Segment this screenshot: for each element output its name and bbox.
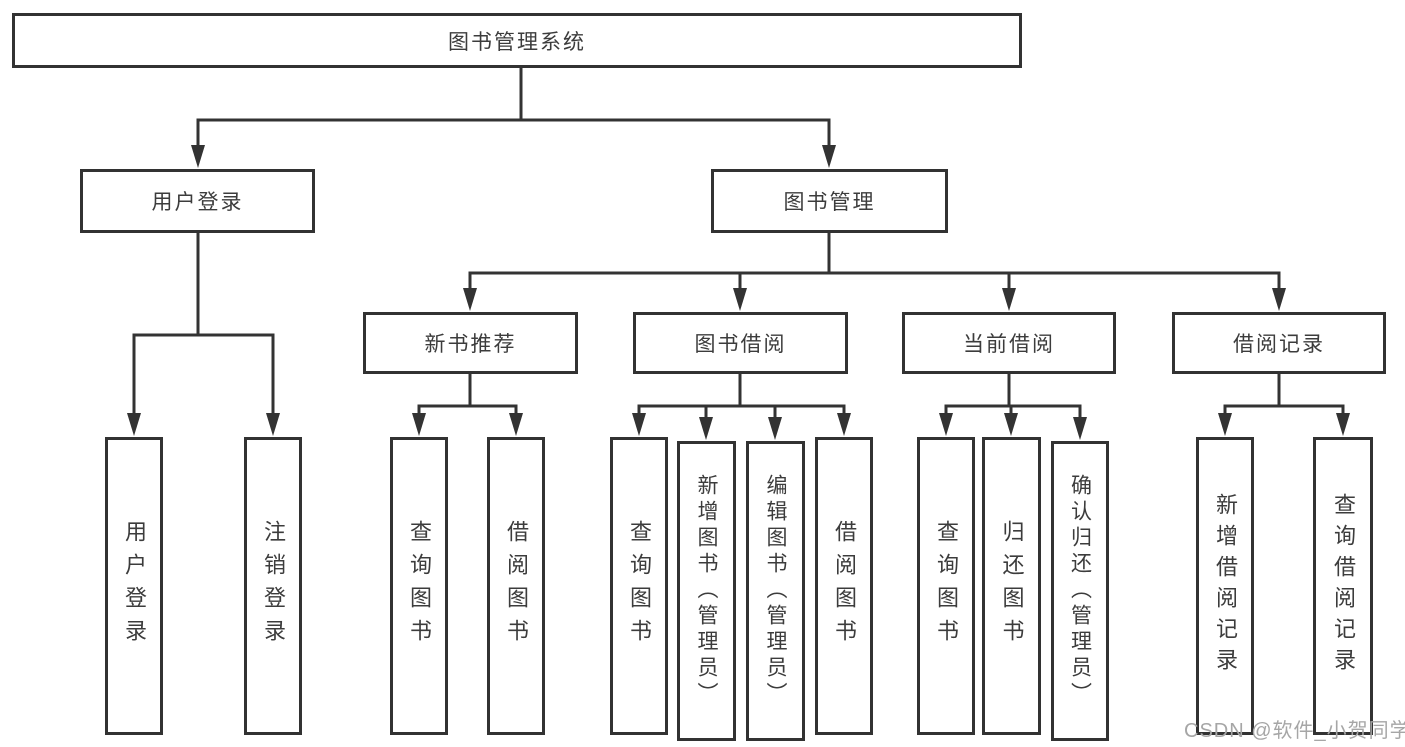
leaf-logout-label: 注销登录 bbox=[261, 520, 286, 652]
leaf-logout: 注销登录 bbox=[244, 437, 302, 735]
node-new-book-recommend-label: 新书推荐 bbox=[424, 333, 517, 356]
leaf-query-book-borrow: 查询图书 bbox=[610, 437, 668, 735]
leaf-query-book-current-label: 查询图书 bbox=[934, 520, 959, 652]
arrowheads-borrow-records-children bbox=[1218, 413, 1350, 436]
node-user-login: 用户登录 bbox=[80, 169, 315, 233]
leaf-add-borrow-record: 新增借阅记录 bbox=[1196, 437, 1254, 735]
node-current-borrow: 当前借阅 bbox=[902, 312, 1116, 374]
leaf-edit-book-admin: 编辑图书（管理员） bbox=[746, 441, 805, 741]
connector-book-borrow-children bbox=[637, 374, 846, 424]
connector-book-management-children bbox=[468, 233, 1281, 295]
leaf-return-book: 归还图书 bbox=[982, 437, 1041, 735]
leaf-query-book-recommend: 查询图书 bbox=[390, 437, 448, 735]
leaf-borrow-book-recommend: 借阅图书 bbox=[487, 437, 545, 735]
node-root-label: 图书管理系统 bbox=[448, 30, 586, 54]
leaf-confirm-return-admin-label: 确认归还（管理员） bbox=[1068, 474, 1092, 708]
node-book-borrow-label: 图书借阅 bbox=[694, 333, 787, 356]
leaf-add-book-admin: 新增图书（管理员） bbox=[677, 441, 736, 741]
leaf-query-book-borrow-label: 查询图书 bbox=[627, 520, 652, 652]
leaf-add-borrow-record-label: 新增借阅记录 bbox=[1213, 493, 1238, 679]
node-book-borrow: 图书借阅 bbox=[633, 312, 848, 374]
leaf-borrow-book-borrow-label: 借阅图书 bbox=[832, 520, 857, 652]
connector-root-to-level2 bbox=[196, 68, 831, 152]
arrowheads-new-book-recommend-children bbox=[412, 413, 523, 436]
leaf-user-login: 用户登录 bbox=[105, 437, 163, 735]
arrowheads-user-login-children bbox=[127, 413, 280, 436]
node-new-book-recommend: 新书推荐 bbox=[363, 312, 578, 374]
leaf-query-book-recommend-label: 查询图书 bbox=[407, 520, 432, 652]
leaf-edit-book-admin-label: 编辑图书（管理员） bbox=[764, 474, 787, 708]
node-borrow-records-label: 借阅记录 bbox=[1233, 333, 1325, 356]
arrowheads-level3 bbox=[463, 288, 1286, 311]
leaf-return-book-label: 归还图书 bbox=[999, 520, 1025, 652]
leaf-borrow-book-recommend-label: 借阅图书 bbox=[504, 520, 529, 652]
leaf-confirm-return-admin: 确认归还（管理员） bbox=[1051, 441, 1109, 741]
node-user-login-label: 用户登录 bbox=[151, 191, 244, 214]
leaf-user-login-label: 用户登录 bbox=[122, 520, 147, 652]
connector-new-book-recommend-children bbox=[417, 374, 518, 420]
watermark: CSDN @软件_小贺同学 bbox=[1184, 720, 1405, 742]
node-book-management: 图书管理 bbox=[711, 169, 948, 233]
node-borrow-records: 借阅记录 bbox=[1172, 312, 1386, 374]
arrowheads-book-borrow-children bbox=[632, 413, 851, 440]
connector-borrow-records-children bbox=[1223, 374, 1345, 420]
leaf-add-book-admin-label: 新增图书（管理员） bbox=[695, 474, 718, 708]
node-root: 图书管理系统 bbox=[12, 13, 1022, 68]
leaf-query-borrow-record: 查询借阅记录 bbox=[1313, 437, 1373, 735]
leaf-borrow-book-borrow: 借阅图书 bbox=[815, 437, 873, 735]
node-current-borrow-label: 当前借阅 bbox=[963, 333, 1055, 356]
node-book-management-label: 图书管理 bbox=[783, 191, 876, 214]
arrowheads-current-borrow-children bbox=[939, 413, 1087, 440]
leaf-query-book-current: 查询图书 bbox=[917, 437, 975, 735]
connector-user-login-children bbox=[132, 233, 275, 420]
arrowheads-level2 bbox=[191, 145, 836, 168]
leaf-query-borrow-record-label: 查询借阅记录 bbox=[1331, 493, 1356, 679]
